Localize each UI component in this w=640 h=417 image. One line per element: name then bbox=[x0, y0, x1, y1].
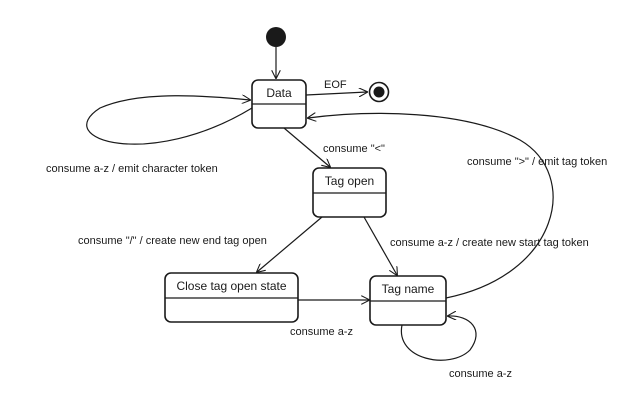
label-tag-name-self: consume a-z bbox=[449, 368, 512, 380]
state-tag-name: Tag name bbox=[369, 275, 447, 326]
label-tag-open-to-tag-name: consume a-z / create new start tag token bbox=[390, 237, 589, 249]
transition-tag-open-to-close bbox=[257, 216, 323, 272]
state-data-label: Data bbox=[266, 86, 292, 100]
final-state bbox=[368, 81, 390, 103]
transition-tag-name-self bbox=[400, 316, 477, 361]
initial-state bbox=[266, 27, 286, 47]
label-close-to-tag-name: consume a-z bbox=[290, 326, 353, 338]
state-data: Data bbox=[251, 79, 307, 129]
label-tag-open-to-close: consume "/" / create new end tag open bbox=[78, 235, 267, 247]
transition-data-to-tag-open bbox=[283, 127, 330, 167]
label-tag-name-to-data: consume ">" / emit tag token bbox=[467, 156, 607, 168]
label-eof: EOF bbox=[324, 79, 347, 91]
transition-tag-name-to-data bbox=[308, 113, 554, 299]
transition-eof bbox=[305, 92, 367, 95]
transition-data-self bbox=[86, 96, 253, 145]
label-data-self: consume a-z / emit character token bbox=[46, 163, 218, 175]
state-close-tag-open: Close tag open state bbox=[164, 272, 299, 323]
state-tag-name-label: Tag name bbox=[382, 282, 435, 296]
state-tag-open-label: Tag open bbox=[325, 174, 374, 188]
transition-tag-open-to-tag-name bbox=[363, 216, 397, 275]
state-close-tag-open-label: Close tag open state bbox=[176, 279, 286, 293]
label-data-to-tag-open: consume "<" bbox=[323, 143, 385, 155]
state-tag-open: Tag open bbox=[312, 167, 387, 218]
